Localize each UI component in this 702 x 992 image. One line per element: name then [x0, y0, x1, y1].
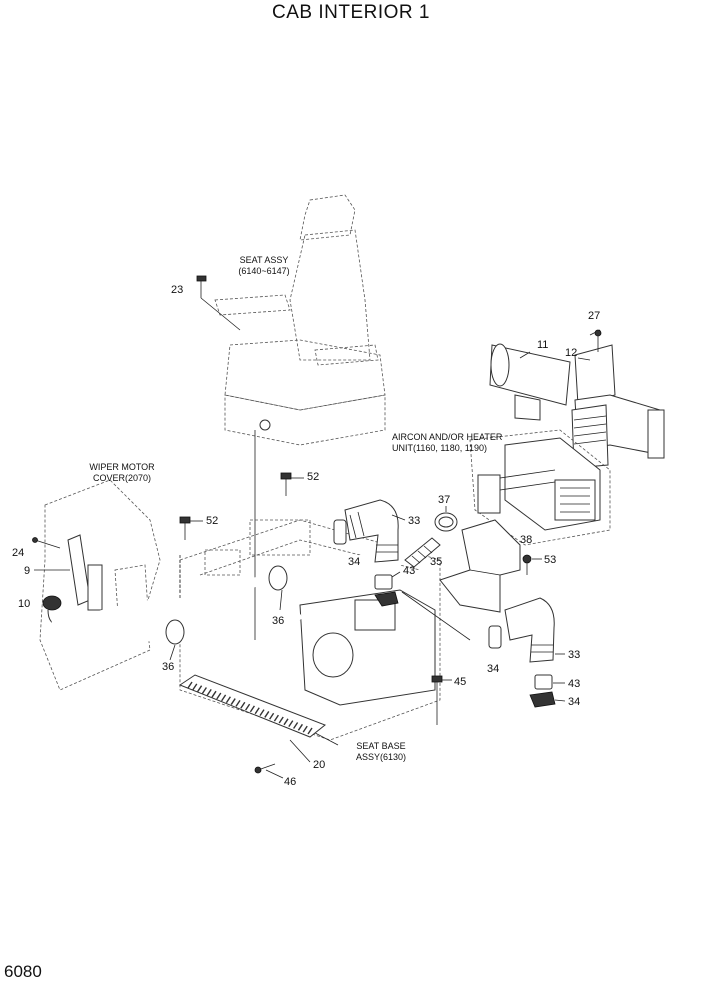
callout-27: 27 — [588, 310, 600, 322]
grille-slot — [259, 709, 265, 716]
duct-12 — [571, 344, 665, 469]
aircon-caption-line1: AIRCON AND/OR HEATER — [392, 432, 503, 442]
callout-10: 10 — [18, 598, 30, 610]
callout-43-upper: 43 — [403, 565, 415, 577]
grille-slot — [293, 722, 299, 729]
grille-slot — [254, 707, 260, 715]
bolt-45 — [431, 675, 452, 725]
callout-38: 38 — [520, 534, 532, 546]
page-number: 6080 — [4, 962, 42, 981]
grille-slot — [264, 711, 270, 718]
page-title: CAB INTERIOR 1 — [272, 2, 430, 23]
callout-37: 37 — [438, 494, 450, 506]
callout-43-lower: 43 — [568, 678, 580, 690]
tube-assembly-36 — [51, 537, 433, 661]
callout-52-upper: 52 — [307, 471, 319, 483]
grille-slot — [187, 681, 193, 689]
callout-20: 20 — [313, 759, 325, 771]
grille-slot — [307, 727, 313, 735]
duct-11 — [489, 343, 571, 421]
screw-24 — [32, 537, 61, 549]
grille-slot — [249, 705, 255, 713]
grille-slot — [297, 723, 303, 731]
seat-base-caption-line2: ASSY(6130) — [356, 752, 406, 762]
grille-slot — [235, 700, 241, 707]
callout-34-upper: 34 — [348, 556, 360, 568]
callout-33-lower: 33 — [568, 649, 580, 661]
grille-slot — [269, 712, 275, 720]
grille-slot — [245, 703, 251, 711]
grille-slot — [278, 716, 284, 724]
callout-52-lower: 52 — [206, 515, 218, 527]
callout-9: 9 — [24, 565, 30, 577]
clamp-34-lower — [529, 691, 556, 708]
seat-assy-caption-line2: (6140~6147) — [238, 266, 289, 276]
callout-46: 46 — [284, 776, 296, 788]
nut-43-upper — [374, 574, 399, 607]
wiper-motor-cover-drawing — [39, 479, 161, 691]
bolt-52-lower — [179, 516, 203, 540]
screw-27 — [589, 329, 602, 352]
connector-35 — [404, 537, 441, 568]
callout-45: 45 — [454, 676, 466, 688]
grille-slot — [197, 685, 203, 693]
aircon-caption-line2: UNIT(1160, 1180, 1190) — [392, 443, 487, 453]
callout-34-lower: 34 — [568, 696, 580, 708]
callout-35: 35 — [430, 556, 442, 568]
seat-assembly-drawing — [214, 194, 386, 640]
grille-slot — [221, 694, 227, 702]
screw-46 — [254, 763, 284, 779]
grille-slot — [192, 683, 198, 691]
flexible-duct-33-upper — [333, 499, 399, 563]
bolt-23 — [196, 275, 241, 331]
aircon-heater-unit-drawing — [469, 429, 611, 546]
seat-assy-caption-line1: SEAT ASSY — [240, 255, 289, 265]
grille-slot — [273, 714, 279, 722]
seat-base-drawing — [179, 519, 441, 741]
grille-slot — [240, 701, 246, 709]
grille-slot — [302, 725, 308, 733]
wiper-caption-line1: WIPER MOTOR — [89, 462, 155, 472]
grille-20 — [178, 674, 326, 738]
grille-slot — [225, 696, 231, 704]
callout-34-mid: 34 — [487, 663, 499, 675]
nut-43-lower — [534, 674, 553, 690]
wiper-caption-line2: COVER(2070) — [93, 473, 151, 483]
callout-33-upper: 33 — [408, 515, 420, 527]
callout-12: 12 — [565, 347, 577, 359]
callout-11: 11 — [537, 339, 548, 351]
ring-37 — [434, 506, 458, 532]
callout-24: 24 — [12, 547, 24, 559]
grille-slot — [230, 698, 236, 705]
grille-slot — [283, 718, 289, 726]
bolt-52-upper — [280, 472, 304, 496]
grille-slot — [206, 688, 212, 696]
callout-53: 53 — [544, 554, 556, 566]
screw-53 — [522, 554, 542, 575]
seat-base-caption-line1: SEAT BASE — [356, 741, 405, 751]
grille-slot — [211, 690, 217, 698]
duct-38 — [439, 519, 521, 613]
callout-23: 23 — [171, 284, 183, 296]
grille-slot — [216, 692, 222, 700]
grille-slot — [201, 687, 207, 694]
grille-slot — [288, 720, 294, 728]
flexible-duct-33-lower — [488, 597, 555, 663]
callout-36-left: 36 — [162, 661, 174, 673]
callout-36-right: 36 — [272, 615, 284, 627]
